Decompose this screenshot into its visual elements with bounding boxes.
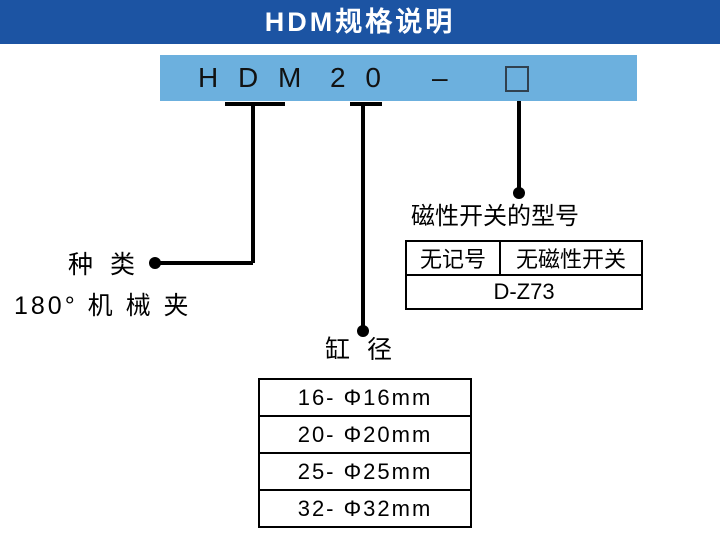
table-row: 无记号 无磁性开关 — [405, 240, 643, 276]
page-title: HDM规格说明 — [264, 7, 456, 37]
model-code-series: H D M — [198, 62, 308, 93]
callout-label-bore: 缸 径 — [325, 336, 397, 364]
bore-row-value: 32- Φ32mm — [258, 489, 472, 528]
leader-kind — [149, 102, 285, 269]
switch-desc-header: 无磁性开关 — [499, 240, 643, 276]
switch-model-table: 无记号 无磁性开关 D-Z73 — [405, 240, 643, 310]
header-bar — [0, 0, 720, 44]
table-row: 32- Φ32mm — [258, 489, 472, 528]
leader-bore — [350, 102, 382, 337]
model-code-switch-placeholder-box — [505, 66, 529, 92]
bore-row-value: 25- Φ25mm — [258, 452, 472, 491]
switch-model-value: D-Z73 — [405, 274, 643, 310]
model-code-bar: H D M 2 0 – — [160, 55, 637, 101]
model-code-bore: 2 0 — [330, 62, 387, 93]
callout-label-switch: 磁性开关的型号 — [411, 203, 579, 230]
callout-label-kind: 种 类 — [68, 251, 140, 279]
bore-row-value: 16- Φ16mm — [258, 378, 472, 417]
model-code-dash: – — [432, 62, 454, 93]
leader-switch — [513, 101, 525, 199]
table-row: 16- Φ16mm — [258, 378, 472, 417]
table-row: 25- Φ25mm — [258, 452, 472, 491]
table-row: D-Z73 — [405, 274, 643, 310]
bore-row-value: 20- Φ20mm — [258, 415, 472, 454]
table-row: 20- Φ20mm — [258, 415, 472, 454]
callout-value-kind: 180° 机 械 夹 — [14, 292, 192, 320]
bore-size-table: 16- Φ16mm 20- Φ20mm 25- Φ25mm 32- Φ32mm — [258, 378, 472, 528]
switch-code-header: 无记号 — [405, 240, 501, 276]
